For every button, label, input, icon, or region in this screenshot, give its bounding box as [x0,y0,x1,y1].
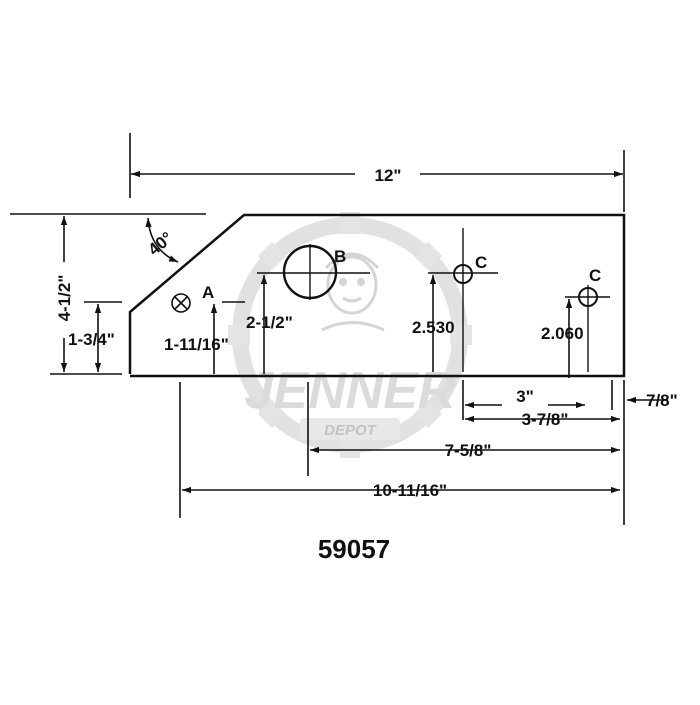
label-hole-a: A [202,283,214,302]
hole-c1 [453,228,473,372]
dim-overall-length: 12" [375,166,402,185]
dim-overall-height: 4-1/2" [55,275,74,322]
watermark-sub-plate [300,418,400,440]
hole-labels: A B C C [202,247,601,302]
part-number: 59057 [318,534,390,564]
chamfer-angle-mark [145,217,179,263]
holes [171,228,598,372]
dim-left-edge-height: 1-3/4" [68,330,115,349]
hole-b [282,244,338,300]
dim-right-offset: 7/8" [646,391,678,410]
dim-hole-c-spacing: 3" [516,387,534,406]
watermark-sub: DEPOT [324,422,378,439]
dim-hole-c1-height: 2.530 [412,318,455,337]
hole-a-symbol [171,293,191,313]
label-hole-c2: C [589,266,601,285]
dim-hole-a-height: 1-11/16" [164,335,229,354]
label-hole-c1: C [475,253,487,272]
dim-hole-c1-from-right: 3-7/8" [522,410,569,429]
dim-hole-a-from-right: 10-11/16" [373,481,447,500]
hole-c2 [578,285,598,372]
watermark-mascot-icon [321,252,385,332]
dim-hole-b-from-right: 7-5/8" [445,441,492,460]
dimension-lines [60,170,668,494]
part-outline [128,213,626,378]
dim-hole-c2-height: 2.060 [541,324,584,343]
extension-lines [10,133,625,525]
watermark-brand: JENNER [245,362,456,420]
watermark-logo: JENNER DEPOT [228,212,472,458]
label-hole-b: B [334,247,346,266]
dim-hole-b-height: 2-1/2" [246,313,293,332]
dim-chamfer-angle: 40° [145,228,177,259]
watermark-gear-teeth [228,212,472,458]
